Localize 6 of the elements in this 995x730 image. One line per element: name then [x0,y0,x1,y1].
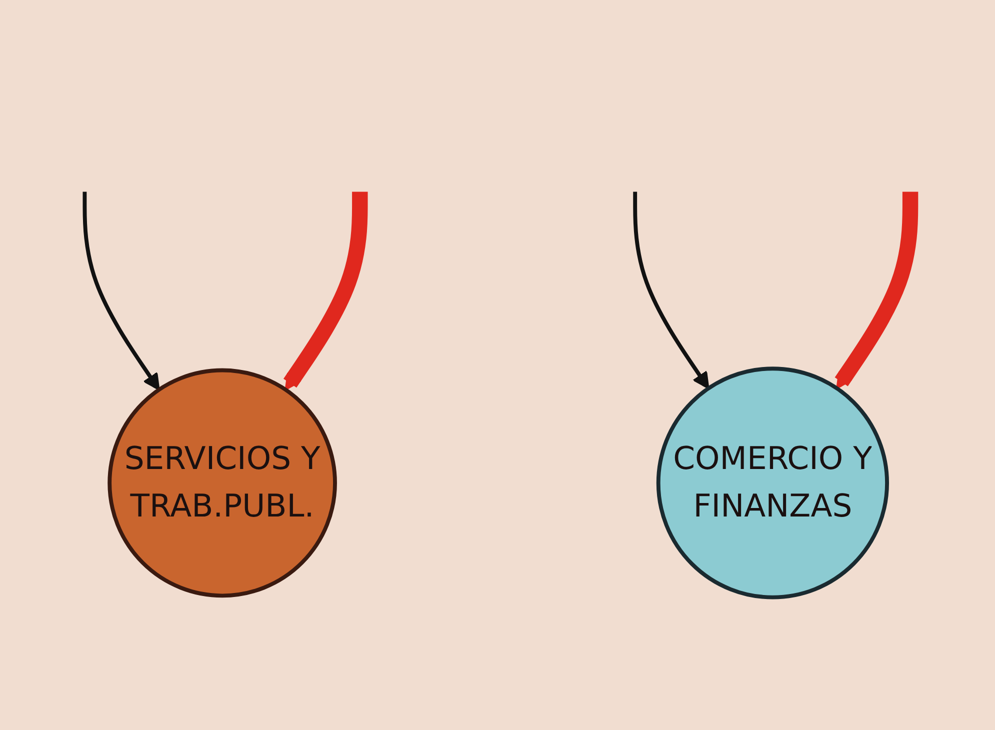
node-circle: SERVICIOS Y TRAB.PUBL. [108,368,337,598]
arrow [284,192,368,390]
arrow [633,192,710,390]
arrow [834,192,918,390]
node-circle: COMERCIO Y FINANZAS [656,366,889,600]
arrow [82,192,160,390]
